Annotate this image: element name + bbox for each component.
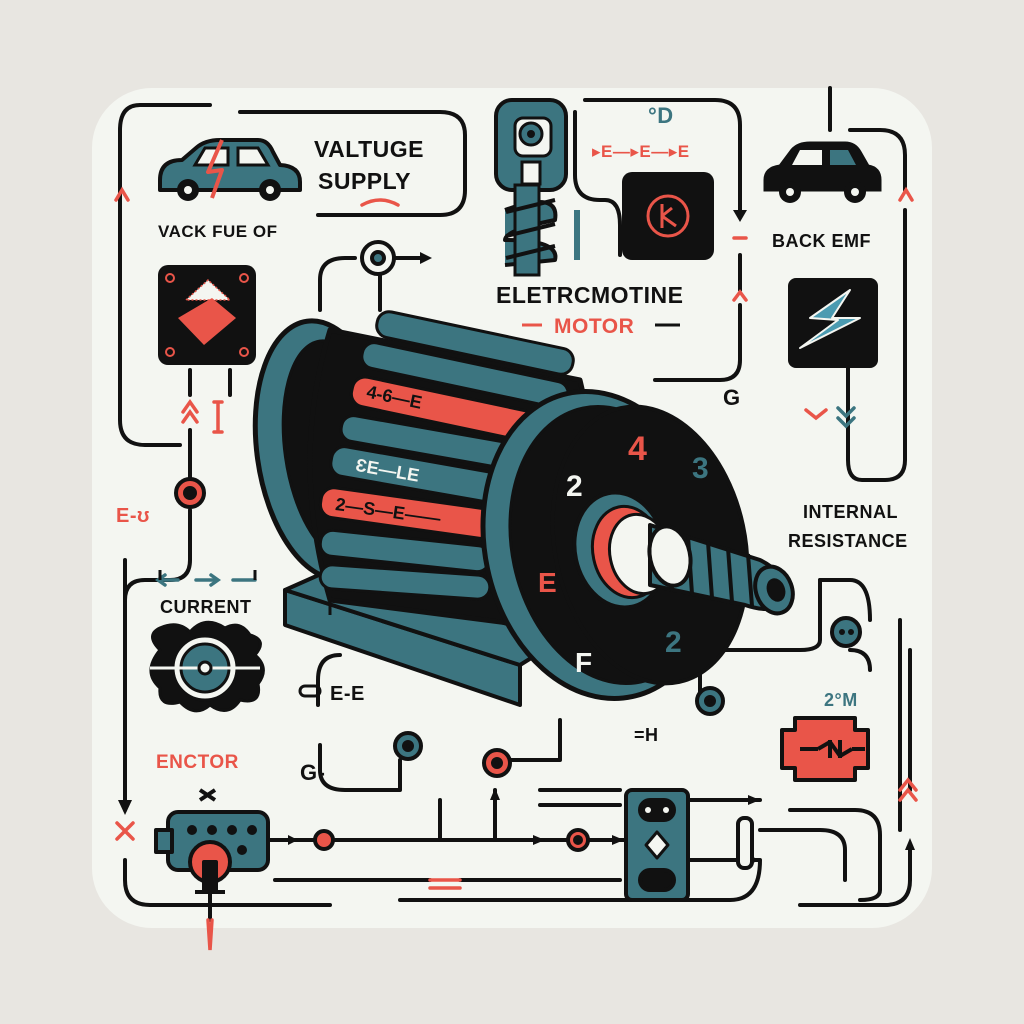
coil-gear-icon — [149, 620, 265, 713]
top-arrow-label: ▸E—▸E—▸E — [592, 142, 690, 161]
small-wire-marks — [158, 570, 332, 615]
lightning-bolt-icon — [788, 278, 878, 368]
face-letter-e: E — [538, 567, 557, 598]
g-dash-label: G- — [300, 760, 325, 785]
face-digit-3: 3 — [692, 452, 709, 485]
car-icon — [158, 138, 302, 201]
g-label: G — [723, 385, 741, 410]
direction-markers — [114, 186, 918, 951]
circuit-wires — [118, 86, 912, 922]
face-digit-4: 4 — [628, 430, 647, 468]
current-label: CURRENT — [160, 597, 252, 617]
supply-label: SUPPLY — [318, 168, 411, 194]
resistor-icon — [780, 716, 870, 782]
e-e-label: E-E — [330, 683, 365, 705]
resistance-label: RESISTANCE — [788, 531, 908, 551]
face-digit-2-bottom: 2 — [665, 626, 682, 659]
vack-fue-of-label: VACK FUE OF — [158, 222, 277, 241]
back-emf-label: BACK EMF — [772, 231, 871, 251]
face-letter-f: F — [575, 647, 592, 678]
top-d-label: °D — [648, 103, 674, 128]
two-m-label: 2°M — [824, 690, 858, 710]
face-digit-2-top: 2 — [566, 470, 583, 503]
eq-h-label: =H — [634, 725, 659, 745]
piston-icon — [494, 98, 580, 277]
internal-label: INTERNAL — [803, 502, 898, 522]
battery-icon — [154, 788, 270, 894]
junction-nodes — [174, 240, 862, 852]
eletrcmotine-label: ELETRCMOTINE — [496, 282, 683, 308]
motor-face-digits: 4 3 2 E 2 F — [538, 430, 709, 678]
e-u-label: E-ʊ — [116, 505, 150, 527]
node-dots — [839, 629, 854, 635]
switch-icon — [624, 788, 754, 902]
enctor-label: ENCTOR — [156, 752, 239, 773]
car-icon — [763, 141, 882, 203]
e-e-pill — [298, 684, 322, 698]
valtuge-label: VALTUGE — [314, 136, 424, 162]
letter-e-icon — [622, 172, 714, 260]
triangle-diamond-icon — [158, 265, 256, 365]
motor-label: MOTOR — [554, 315, 634, 338]
motor-front-face — [480, 389, 795, 701]
